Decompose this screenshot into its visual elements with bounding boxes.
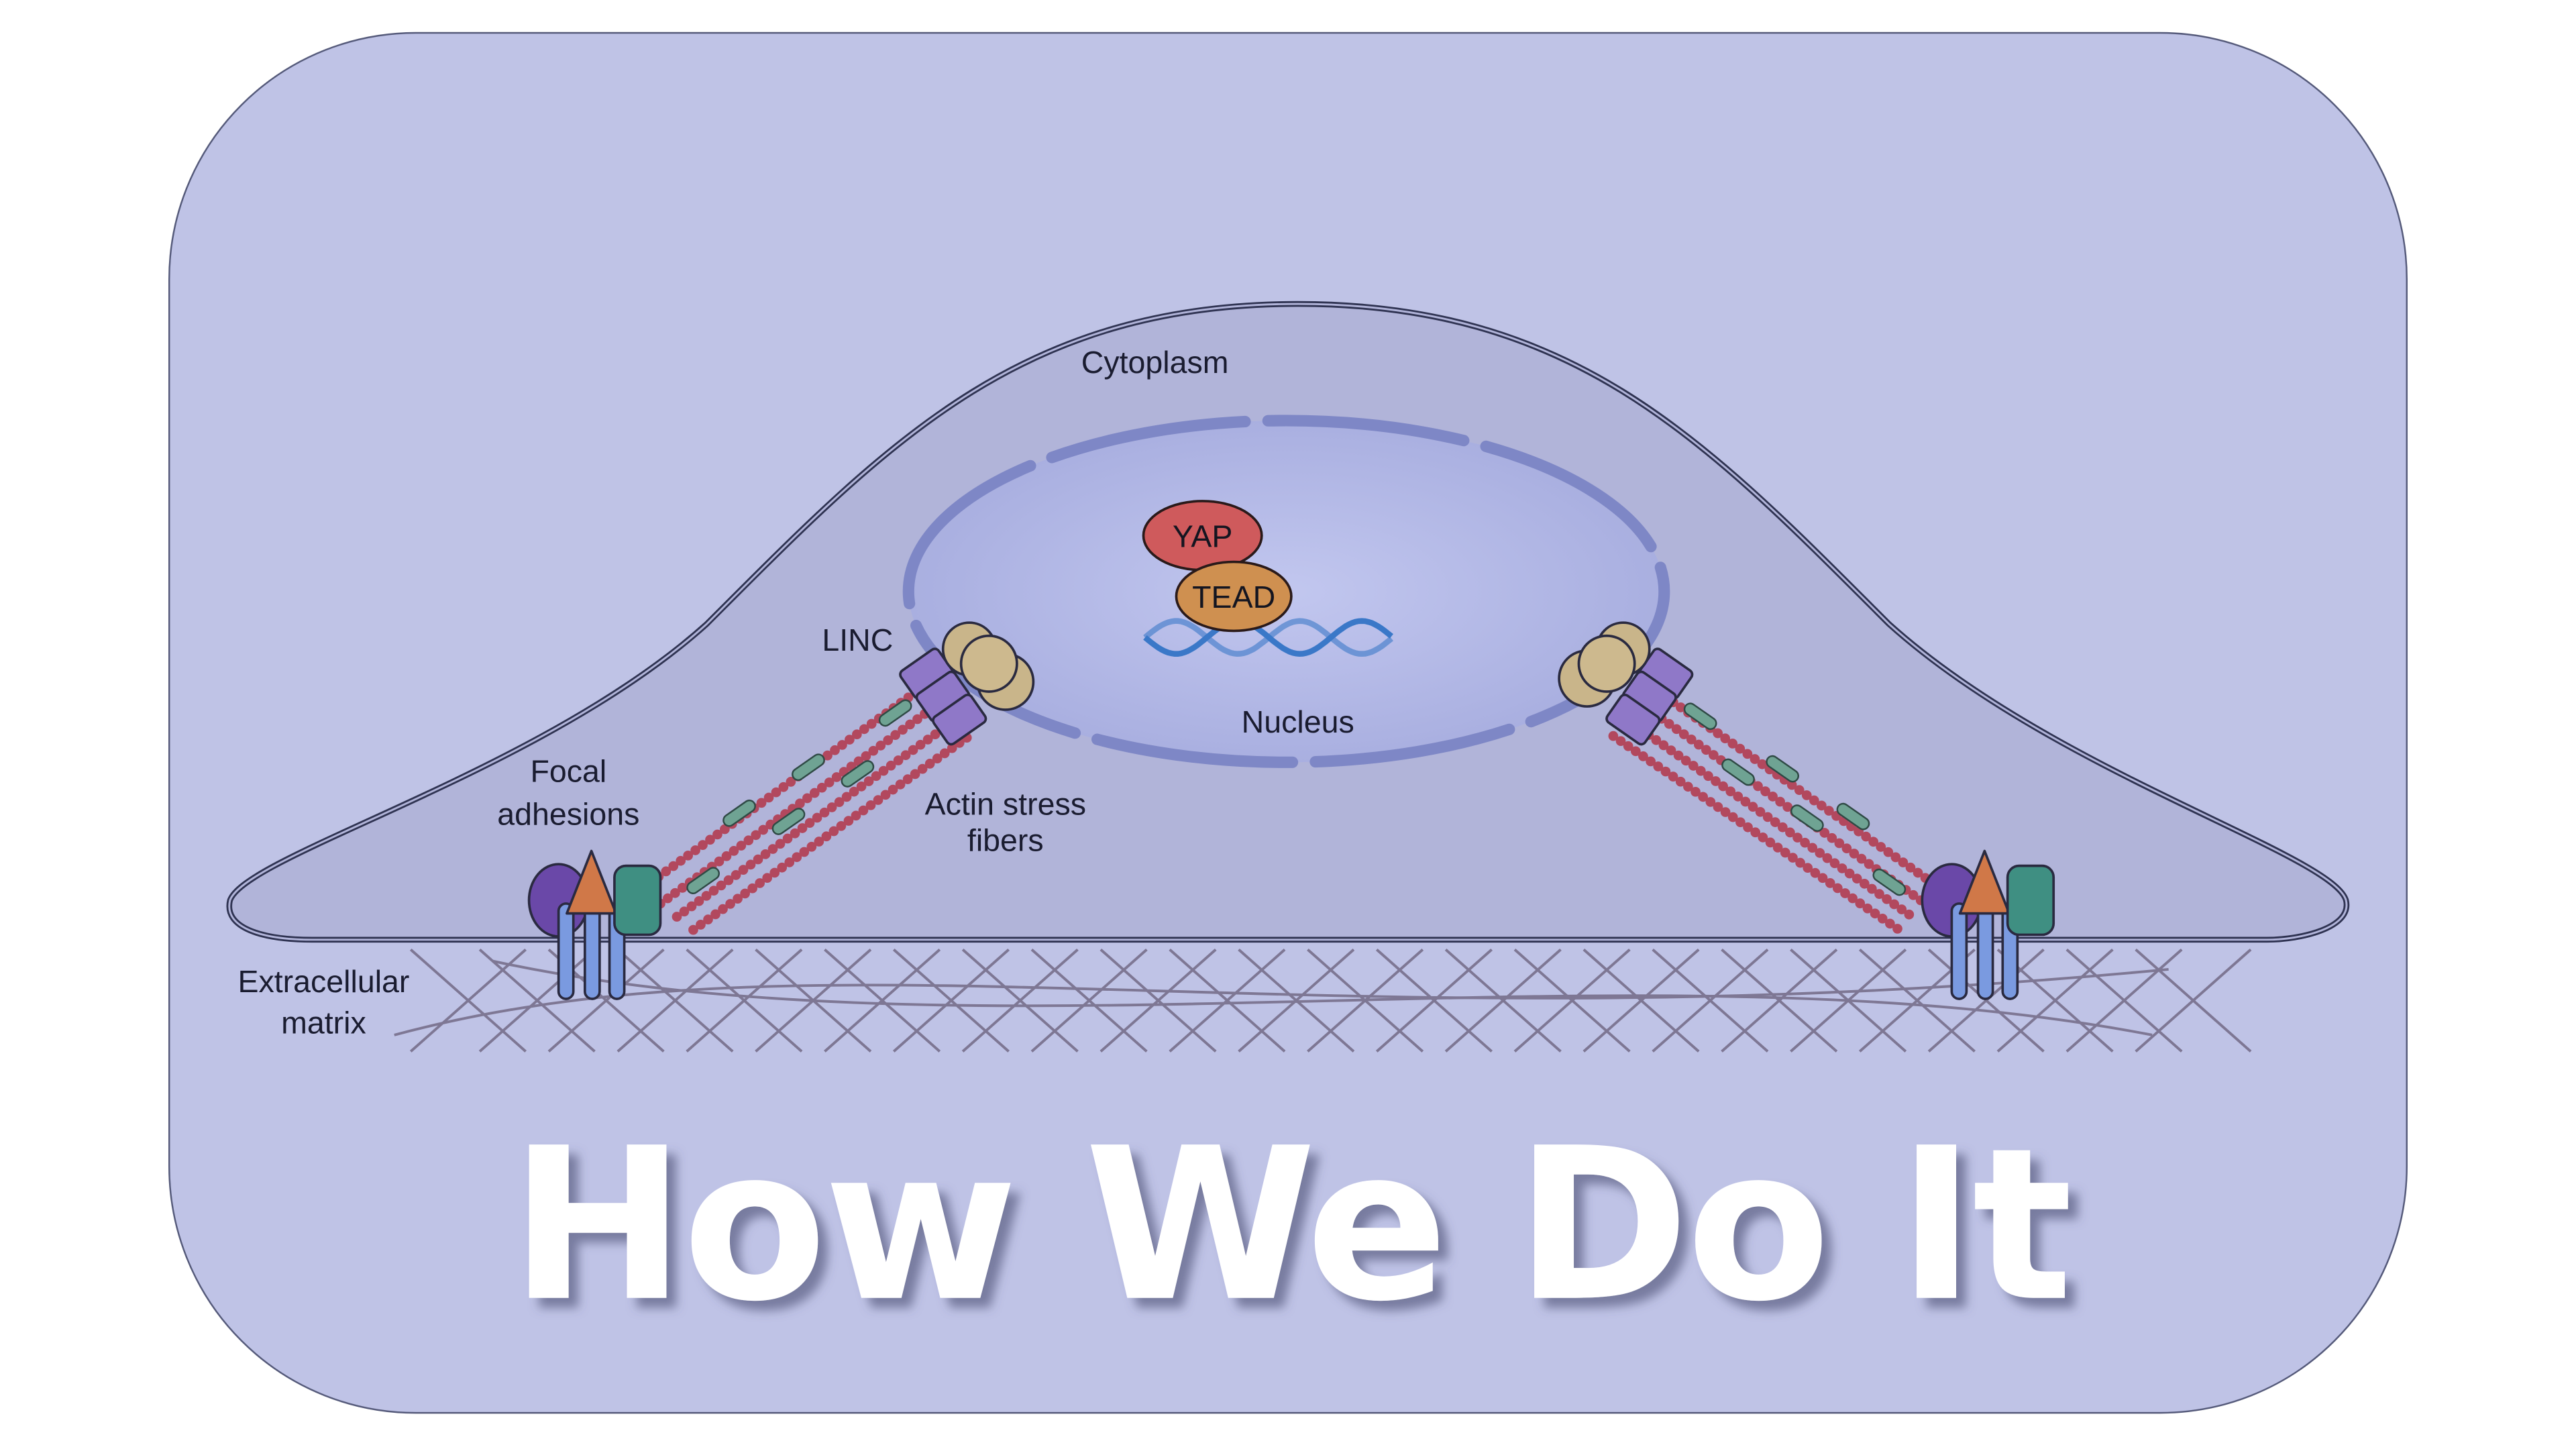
ecm-label-line1: Extracellular xyxy=(237,964,409,999)
focal-adhesion-right xyxy=(1921,849,2055,1000)
nucleus-label: Nucleus xyxy=(1242,704,1354,739)
yap-protein: YAP xyxy=(1142,500,1263,572)
cytoplasm-label: Cytoplasm xyxy=(1081,345,1229,380)
ecm-fiber xyxy=(1513,949,1631,1053)
ecm-fiber xyxy=(2065,949,2183,1053)
ecm-fiber xyxy=(961,949,1079,1053)
ecm-fiber xyxy=(1375,949,1493,1053)
ecm-fiber xyxy=(1444,949,1562,1053)
ecm-fiber xyxy=(1721,949,1838,1053)
ecm-fiber xyxy=(1996,949,2114,1053)
ecm-fiber xyxy=(1652,949,1769,1053)
ecm-fiber xyxy=(824,949,941,1053)
dna-strand xyxy=(1143,618,1393,657)
linc-complex-left xyxy=(899,621,1035,746)
linc-label: LINC xyxy=(822,623,893,657)
ecm-fiber xyxy=(478,949,596,1053)
ecm-fiber xyxy=(1582,949,1700,1053)
ecm-fiber xyxy=(1099,949,1217,1053)
ecm-fiber xyxy=(2135,949,2252,1053)
focal-adhesion-left xyxy=(527,849,662,1000)
yap-label: YAP xyxy=(1173,519,1233,554)
ecm-fiber xyxy=(686,949,803,1053)
ecm-fiber xyxy=(547,949,665,1053)
page-title: How We Do It xyxy=(510,1103,2071,1348)
dna-double-helix xyxy=(1143,618,1393,657)
focal-adhesions-label-line2: adhesions xyxy=(497,796,639,831)
actin-label-line1: Actin stress xyxy=(925,787,1086,822)
cell-membrane-inner xyxy=(228,303,2348,941)
ecm-label-line2: matrix xyxy=(281,1005,366,1040)
ecm-fiber xyxy=(1169,949,1286,1053)
tead-protein: TEAD xyxy=(1175,560,1293,633)
ecm-fiber xyxy=(892,949,1010,1053)
ecm-fiber xyxy=(1030,949,1148,1053)
tead-label: TEAD xyxy=(1192,580,1275,614)
linc-complex-right xyxy=(1558,621,1694,746)
focal-adhesions-label-line1: Focal xyxy=(530,754,606,789)
crosslinker-proteins xyxy=(686,699,1907,896)
extracellular-matrix-mesh xyxy=(394,949,2252,1053)
ecm-fiber xyxy=(616,949,734,1053)
ecm-fiber xyxy=(492,959,2153,1036)
actin-label-line2: fibers xyxy=(967,823,1044,858)
ecm-fiber xyxy=(1927,949,2045,1053)
ecm-fiber xyxy=(409,949,527,1053)
